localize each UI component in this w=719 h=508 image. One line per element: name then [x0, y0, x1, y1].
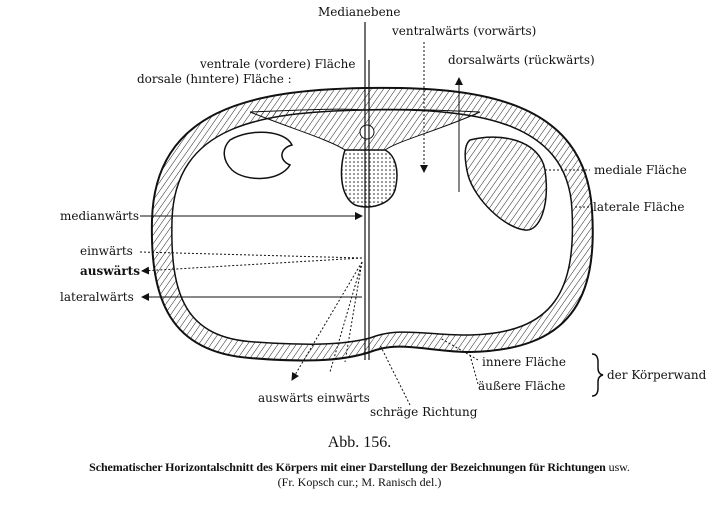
label-body-wall: der Körperwand	[607, 368, 707, 382]
figure-number: Abb. 156.	[327, 434, 392, 451]
label-inward: einwärts	[80, 244, 133, 258]
label-outer-surface: äußere Fläche	[478, 379, 566, 393]
oblique-direction-line	[379, 344, 411, 406]
label-dorsal-direction: dorsalwärts (rückwärts)	[448, 53, 595, 67]
label-outward-inward: auswärts einwärts	[258, 391, 370, 405]
label-medial-surface: mediale Fläche	[594, 163, 687, 177]
horizontal-section-diagram	[139, 22, 604, 406]
left-organ	[223, 131, 294, 180]
right-organ	[464, 136, 547, 231]
label-lateralward: lateralwärts	[60, 290, 134, 304]
caption-title: Schematischer Horizontalschnitt des Körp…	[89, 460, 606, 474]
oblique-outward-arrow	[291, 261, 363, 381]
label-oblique-direction: schräge Richtung	[370, 405, 478, 419]
brace	[591, 353, 604, 397]
label-dorsal-surface: dorsale (hıntere) Fläche :	[137, 72, 292, 86]
label-inner-surface: innere Fläche	[482, 355, 566, 369]
label-outward: auswärts	[80, 264, 140, 278]
label-medianward: medianwärts	[60, 209, 140, 223]
label-median-plane: Medianebene	[318, 5, 401, 19]
outward-arrow	[141, 257, 363, 275]
label-ventral-surface: ventrale (vordere) Fläche	[200, 57, 356, 71]
label-lateral-surface: laterale Fläche	[593, 200, 685, 214]
figure-credits: (Fr. Kopsch cur.; M. Ranisch del.)	[277, 475, 442, 489]
caption-suffix: usw.	[608, 460, 630, 474]
inward-arrow	[139, 251, 363, 259]
spinal-canal	[359, 124, 375, 140]
figure-caption: Schematischer Horizontalschnitt des Körp…	[0, 460, 719, 475]
label-ventral-direction: ventralwärts (vorwärts)	[392, 24, 537, 38]
